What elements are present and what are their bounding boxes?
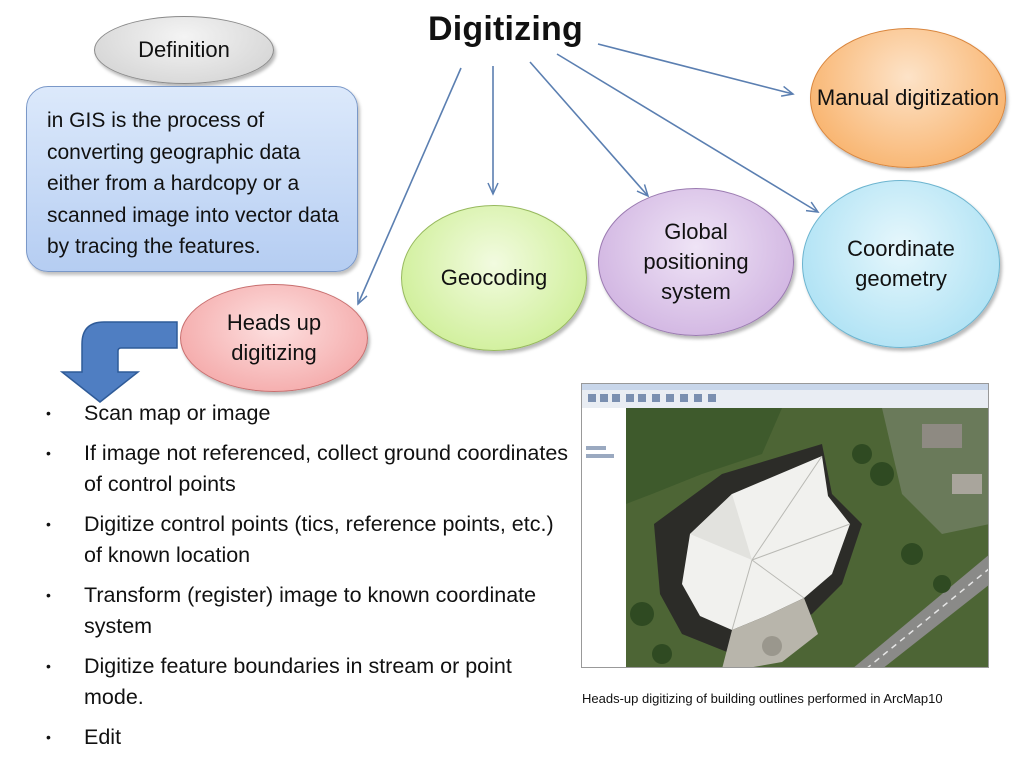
arrow-to-gps bbox=[529, 61, 650, 198]
method-coordinate-geometry: Coordinate geometry bbox=[802, 180, 1000, 348]
list-item: •If image not referenced, collect ground… bbox=[46, 441, 569, 496]
image-caption: Heads-up digitizing of building outlines… bbox=[582, 691, 943, 706]
definition-label: Definition bbox=[94, 16, 274, 84]
method-heads-up-digitizing: Heads up digitizing bbox=[180, 284, 368, 392]
method-gps: Global positioning system bbox=[598, 188, 794, 336]
method-manual-digitization: Manual digitization bbox=[810, 28, 1006, 168]
list-item: •Digitize feature boundaries in stream o… bbox=[46, 654, 512, 709]
arrow-to-coordinate-geometry bbox=[556, 53, 820, 213]
page-title: Digitizing bbox=[428, 10, 583, 48]
list-item: •Transform (register) image to known coo… bbox=[46, 583, 537, 638]
list-item: •Edit bbox=[46, 725, 122, 749]
method-geocoding: Geocoding bbox=[401, 205, 587, 351]
arcmap-screenshot-image bbox=[581, 383, 989, 668]
definition-text: in GIS is the process of converting geog… bbox=[26, 86, 358, 272]
arrow-to-manual bbox=[597, 43, 795, 97]
list-item: •Scan map or image bbox=[46, 401, 271, 425]
aerial-building-illustration bbox=[582, 384, 988, 667]
arrow-to-heads-up bbox=[357, 67, 462, 306]
steps-list: •Scan map or image •If image not referen… bbox=[40, 398, 570, 762]
list-item: •Digitize control points (tics, referenc… bbox=[46, 512, 554, 567]
